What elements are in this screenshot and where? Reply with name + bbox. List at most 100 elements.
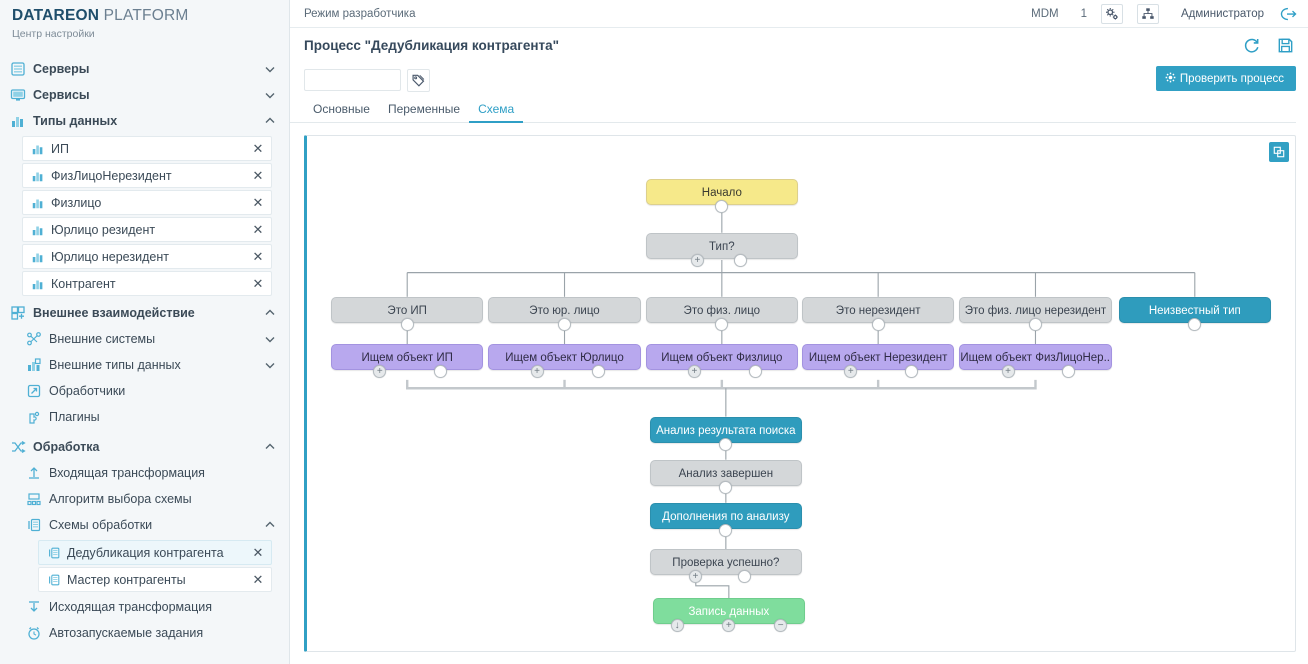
process-name-input[interactable]	[304, 69, 401, 91]
sidebar-chip-deduplication[interactable]: Дедубликация контрагента ✕	[38, 540, 272, 565]
chevron-down-icon[interactable]	[263, 62, 277, 76]
node-port-c2-0[interactable]	[558, 317, 572, 331]
ext-datatypes-icon	[26, 357, 42, 373]
node-port-s5-1[interactable]	[1062, 365, 1076, 379]
diagram-node-s1[interactable]: Ищем объект ИП	[331, 344, 484, 371]
logout-icon[interactable]	[1276, 5, 1298, 23]
sidebar-item-services[interactable]: Сервисы	[0, 82, 289, 108]
sidebar-chip-ip[interactable]: ИП ✕	[22, 136, 272, 161]
node-port-analysis-0[interactable]	[719, 437, 733, 451]
diagram-node-s2[interactable]: Ищем объект Юрлицо	[488, 344, 641, 371]
close-icon[interactable]: ✕	[252, 140, 264, 156]
chevron-up-icon[interactable]	[263, 114, 277, 128]
node-port-s2-0[interactable]: +	[530, 365, 544, 379]
sidebar-item-external-systems[interactable]: Внешние системы	[0, 326, 289, 352]
refresh-icon[interactable]	[1242, 36, 1262, 56]
close-icon[interactable]: ✕	[252, 571, 264, 587]
diagram-node-c6[interactable]: Неизвестный тип	[1118, 296, 1271, 323]
sidebar-item-external[interactable]: Внешнее взаимодействие	[0, 300, 289, 326]
tab-scheme[interactable]: Схема	[469, 102, 524, 123]
gear-icon	[1165, 72, 1176, 86]
tab-bar: Основные Переменные Схема	[290, 97, 1296, 123]
chevron-down-icon[interactable]	[263, 88, 277, 102]
diagram-edges	[406, 206, 1196, 599]
diagram-node-s4[interactable]: Ищем объект Нерезидент	[802, 344, 955, 371]
node-port-s2-1[interactable]	[591, 365, 605, 379]
node-port-c1-0[interactable]	[400, 317, 414, 331]
chevron-up-icon[interactable]	[263, 440, 277, 454]
close-icon[interactable]: ✕	[252, 167, 264, 183]
sidebar-label: Обработка	[33, 440, 100, 454]
sidebar-item-handlers[interactable]: Обработчики	[0, 378, 289, 404]
chevron-down-icon[interactable]	[263, 358, 277, 372]
sidebar-item-plugins[interactable]: Плагины	[0, 404, 289, 430]
node-port-extra-0[interactable]	[719, 523, 733, 537]
sidebar-chip-fizlico[interactable]: Физлицо ✕	[22, 190, 272, 215]
save-icon[interactable]	[1276, 36, 1296, 56]
diagram-node-type[interactable]: Тип?	[645, 232, 798, 259]
chevron-up-icon[interactable]	[263, 518, 277, 532]
sidebar-item-processing[interactable]: Обработка	[0, 434, 289, 460]
close-icon[interactable]: ✕	[252, 544, 264, 560]
sidebar-chip-urlico-nerezident[interactable]: Юрлицо нерезидент ✕	[22, 244, 272, 269]
close-icon[interactable]: ✕	[252, 221, 264, 237]
tab-variables[interactable]: Переменные	[387, 102, 461, 116]
sidebar-chip-urlico-rezident[interactable]: Юрлицо резидент ✕	[22, 217, 272, 242]
node-port-start-0[interactable]	[715, 200, 729, 214]
sidebar-chip-master-contragents[interactable]: Мастер контрагенты ✕	[38, 567, 272, 592]
node-port-check-0[interactable]: +	[688, 570, 702, 584]
check-process-button[interactable]: Проверить процесс	[1155, 66, 1296, 91]
node-port-write-2[interactable]: −	[774, 619, 788, 633]
sidebar-label: Схемы обработки	[49, 518, 153, 532]
close-icon[interactable]: ✕	[252, 194, 264, 210]
sidebar-chip-fiz-lico-nerezident[interactable]: ФизЛицоНерезидент ✕	[22, 163, 272, 188]
node-port-check-1[interactable]	[737, 570, 751, 584]
tag-icon[interactable]	[407, 68, 430, 92]
scheme-icon	[26, 517, 42, 533]
node-port-type-1[interactable]	[733, 253, 747, 267]
node-port-type-0[interactable]: +	[690, 253, 704, 267]
sidebar-item-autorun-tasks[interactable]: Автозапускаемые задания	[0, 620, 289, 646]
sidebar-item-outgoing-transformation[interactable]: Исходящая трансформация	[0, 594, 289, 620]
node-port-s3-0[interactable]: +	[687, 365, 701, 379]
diagram-node-c2[interactable]: Это юр. лицо	[488, 296, 641, 323]
chevron-up-icon[interactable]	[263, 306, 277, 320]
diagram-node-check[interactable]: Проверка успешно?	[649, 549, 802, 576]
node-port-s3-1[interactable]	[748, 365, 762, 379]
tab-main[interactable]: Основные	[313, 102, 370, 116]
node-port-c4-0[interactable]	[871, 317, 885, 331]
node-port-s1-1[interactable]	[434, 365, 448, 379]
diagram-node-s5[interactable]: Ищем объект ФизЛицоНер...	[959, 344, 1112, 371]
brand-name-light: PLATFORM	[99, 7, 189, 24]
node-port-s4-0[interactable]: +	[844, 365, 858, 379]
sidebar-chip-kontragent[interactable]: Контрагент ✕	[22, 271, 272, 296]
node-port-c5-0[interactable]	[1028, 317, 1042, 331]
gears-icon[interactable]	[1101, 3, 1124, 24]
sidebar-item-external-data-types[interactable]: Внешние типы данных	[0, 352, 289, 378]
diagram-node-c3[interactable]: Это физ. лицо	[645, 296, 798, 323]
node-port-c6-0[interactable]	[1188, 317, 1202, 331]
sidebar-item-data-types[interactable]: Типы данных	[0, 108, 289, 134]
close-icon[interactable]: ✕	[252, 248, 264, 264]
brand-name-bold: DATAREON	[12, 7, 100, 24]
chip-label: Контрагент	[51, 276, 116, 291]
node-port-c3-0[interactable]	[715, 317, 729, 331]
diagram-node-s3[interactable]: Ищем объект Физлицо	[645, 344, 798, 371]
sidebar-item-incoming-transformation[interactable]: Входящая трансформация	[0, 460, 289, 486]
node-port-s1-0[interactable]: +	[373, 365, 387, 379]
mdm-label: MDM	[1031, 7, 1059, 20]
close-icon[interactable]: ✕	[252, 275, 264, 291]
node-port-write-1[interactable]: +	[722, 619, 736, 633]
chip-label: ФизЛицоНерезидент	[51, 168, 172, 183]
sidebar-item-servers[interactable]: Серверы	[0, 56, 289, 82]
node-port-s5-0[interactable]: +	[1001, 365, 1015, 379]
sidebar-item-processing-schemes[interactable]: Схемы обработки	[0, 512, 289, 538]
node-port-s4-1[interactable]	[905, 365, 919, 379]
chevron-down-icon[interactable]	[263, 332, 277, 346]
sidebar-item-scheme-algorithm[interactable]: Алгоритм выбора схемы	[0, 486, 289, 512]
sitemap-icon[interactable]	[1137, 3, 1160, 24]
node-port-done-0[interactable]	[719, 480, 733, 494]
expand-icon[interactable]	[1269, 142, 1289, 162]
node-port-write-0[interactable]: ↓	[670, 619, 684, 633]
